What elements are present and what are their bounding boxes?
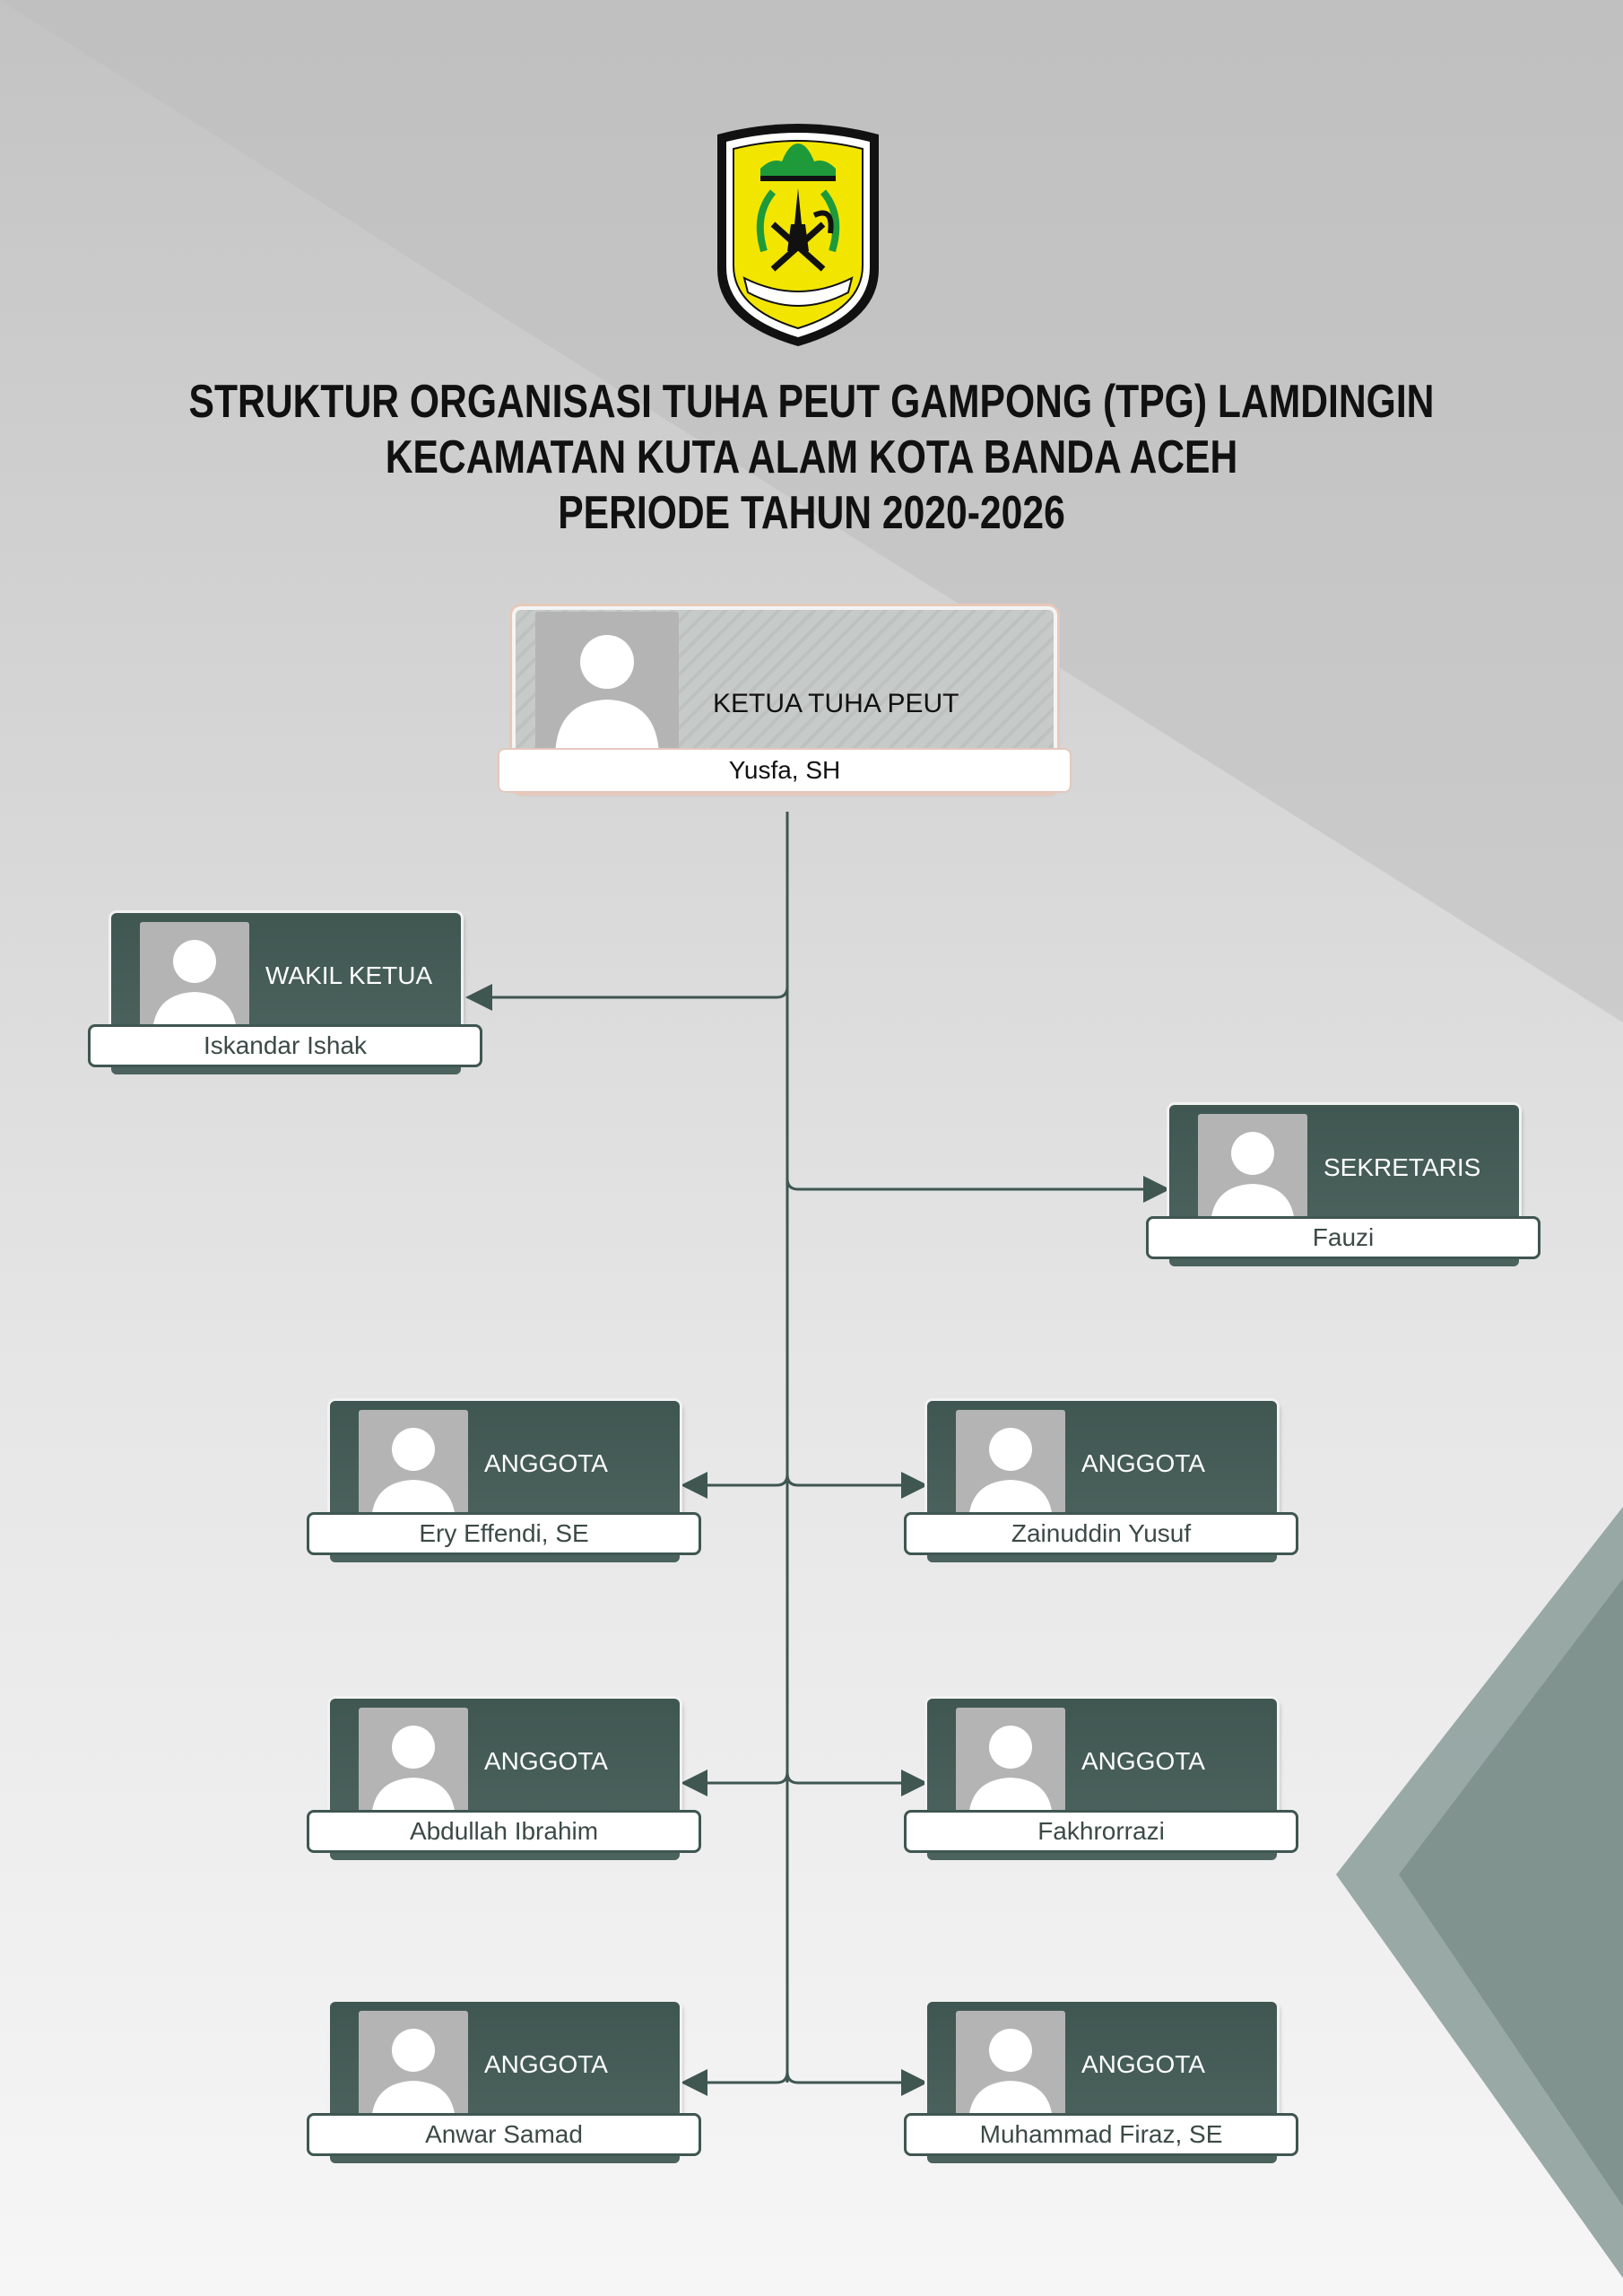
role-label: KETUA TUHA PEUT (713, 689, 959, 718)
connector-row1-right (785, 1472, 928, 1499)
name-label: Ery Effendi, SE (307, 1512, 701, 1555)
role-label: WAKIL KETUA (265, 961, 433, 989)
role-label: ANGGOTA (484, 2050, 608, 2078)
name-label: Muhammad Firaz, SE (904, 2113, 1298, 2156)
role-label: ANGGOTA (484, 1747, 608, 1775)
role-label: ANGGOTA (1081, 2050, 1205, 2078)
connector-row1-left (681, 1472, 789, 1499)
name-label: Yusfa, SH (498, 748, 1072, 793)
person-avatar-icon (956, 2011, 1065, 2122)
role-label: SEKRETARIS (1324, 1153, 1481, 1181)
connector-row2-right (785, 1770, 928, 1796)
person-avatar-icon (1198, 1114, 1307, 1225)
role-label: ANGGOTA (1081, 1747, 1205, 1775)
kota-banda-aceh-emblem-icon (717, 124, 879, 346)
title-line-1: STRUKTUR ORGANISASI TUHA PEUT GAMPONG (T… (188, 376, 1435, 428)
role-label: ANGGOTA (1081, 1449, 1205, 1477)
connector-row3-right (785, 2069, 928, 2096)
connector-row2-left (681, 1770, 789, 1796)
name-label: Anwar Samad (307, 2113, 701, 2156)
role-label: ANGGOTA (484, 1449, 608, 1477)
name-label: Fakhrorrazi (904, 1810, 1298, 1853)
person-avatar-icon (535, 612, 679, 755)
connector-wakil (465, 984, 789, 1011)
name-label: Zainuddin Yusuf (904, 1512, 1298, 1555)
person-avatar-icon (956, 1708, 1065, 1819)
person-avatar-icon (359, 1410, 468, 1521)
name-label: Abdullah Ibrahim (307, 1810, 701, 1853)
person-avatar-icon (359, 2011, 468, 2122)
connector-sekretaris (785, 1176, 1170, 1203)
person-avatar-icon (140, 922, 249, 1033)
title-line-2: KECAMATAN KUTA ALAM KOTA BANDA ACEH (385, 431, 1238, 483)
person-avatar-icon (359, 1708, 468, 1819)
name-label: Iskandar Ishak (88, 1024, 482, 1067)
person-avatar-icon (956, 1410, 1065, 1521)
name-label: Fauzi (1146, 1216, 1541, 1259)
connector-row3-left (681, 2069, 789, 2096)
title-line-3: PERIODE TAHUN 2020-2026 (558, 487, 1065, 539)
